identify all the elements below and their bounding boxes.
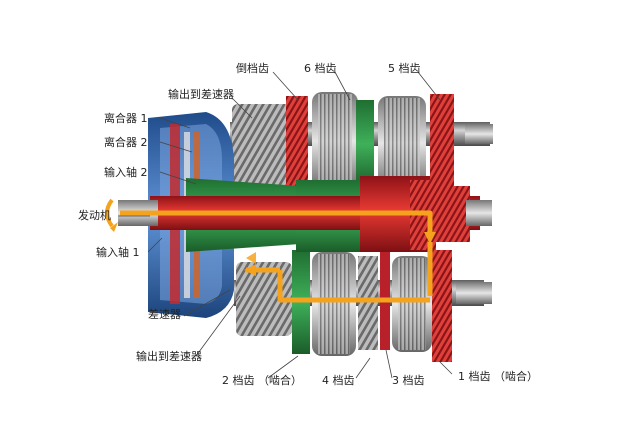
label-reverse-gear: 倒档齿 — [236, 62, 269, 75]
lower-countershaft — [234, 250, 492, 362]
label-engine: 发动机 — [78, 209, 111, 222]
label-differential: 差速器 — [148, 308, 181, 321]
power-flow-path — [120, 210, 433, 303]
label-5th-gear: 5 档齿 — [388, 62, 421, 75]
label-clutch-1: 离合器 1 — [104, 112, 148, 125]
engine-rotation-arrowhead — [110, 222, 118, 232]
label-4th-gear: 4 档齿 — [322, 374, 355, 387]
label-input-shaft-2: 输入轴 2 — [104, 166, 148, 179]
label-output-to-differential-bottom: 输出到差速器 — [136, 350, 202, 363]
leader-lines — [118, 71, 453, 379]
engine-rotation-arrow — [105, 198, 114, 228]
label-3rd-gear: 3 档齿 — [392, 374, 425, 387]
power-flow-arrowheads — [244, 232, 436, 276]
label-6th-gear: 6 档齿 — [304, 62, 337, 75]
label-input-shaft-1: 输入轴 1 — [96, 246, 140, 259]
label-2nd-gear-engaged: 2 档齿 （啮合） — [222, 374, 302, 387]
label-output-to-differential-top: 输出到差速器 — [168, 88, 234, 101]
upper-countershaft — [230, 92, 493, 190]
label-1st-gear-engaged: 1 档齿 （啮合） — [458, 370, 538, 383]
label-clutch-2: 离合器 2 — [104, 136, 148, 149]
reverse-gear-body — [232, 104, 290, 186]
